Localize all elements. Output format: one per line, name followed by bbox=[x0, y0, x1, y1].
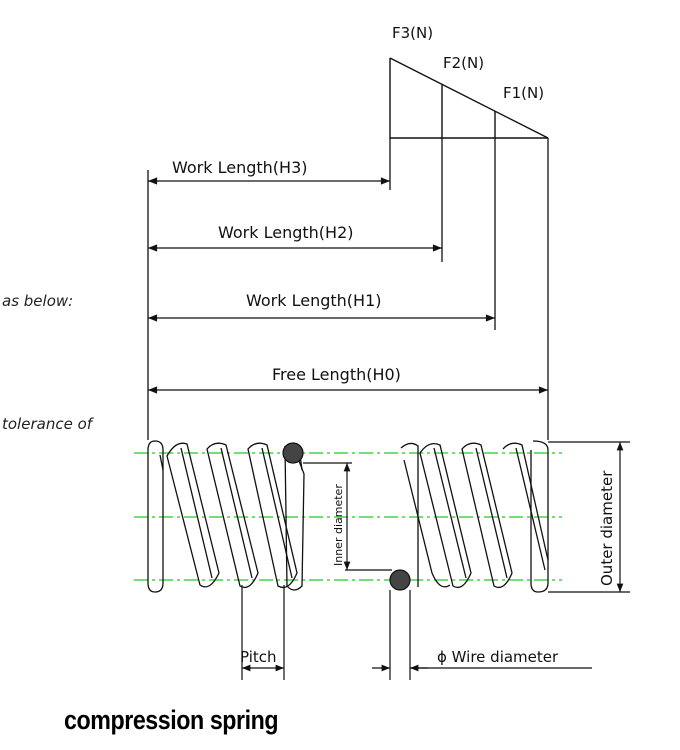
wire-diameter-dimension bbox=[372, 590, 592, 680]
extension-lines bbox=[147, 138, 549, 440]
outer-diameter-dimension bbox=[548, 441, 630, 593]
dimension-lines bbox=[148, 177, 548, 394]
force-triangle bbox=[389, 57, 549, 139]
force-f3-label: F3(N) bbox=[392, 24, 433, 42]
pitch-label: Pitch bbox=[240, 648, 277, 666]
side-text-tolerance: tolerance of bbox=[2, 415, 93, 433]
wire-section-top bbox=[282, 442, 304, 464]
work-length-h2-label: Work Length(H2) bbox=[218, 223, 353, 242]
free-length-h0-label: Free Length(H0) bbox=[272, 365, 401, 384]
spring-coils-left bbox=[147, 440, 305, 593]
spring-coils-right bbox=[400, 440, 549, 593]
diagram-caption: compression spring bbox=[64, 705, 279, 735]
side-text-as-below: as below: bbox=[2, 292, 74, 310]
force-f1-label: F1(N) bbox=[503, 84, 544, 102]
work-length-h1-label: Work Length(H1) bbox=[246, 291, 381, 310]
wire-diameter-label: ϕ Wire diameter bbox=[437, 648, 559, 666]
inner-diameter-label: Inner diameter bbox=[332, 484, 345, 566]
outer-diameter-label: Outer diameter bbox=[598, 470, 616, 586]
force-f2-label: F2(N) bbox=[443, 54, 484, 72]
work-length-h3-label: Work Length(H3) bbox=[172, 158, 307, 177]
pitch-dimension bbox=[241, 585, 285, 680]
inner-diameter-dimension bbox=[303, 462, 392, 571]
wire-section-bottom bbox=[389, 569, 411, 591]
